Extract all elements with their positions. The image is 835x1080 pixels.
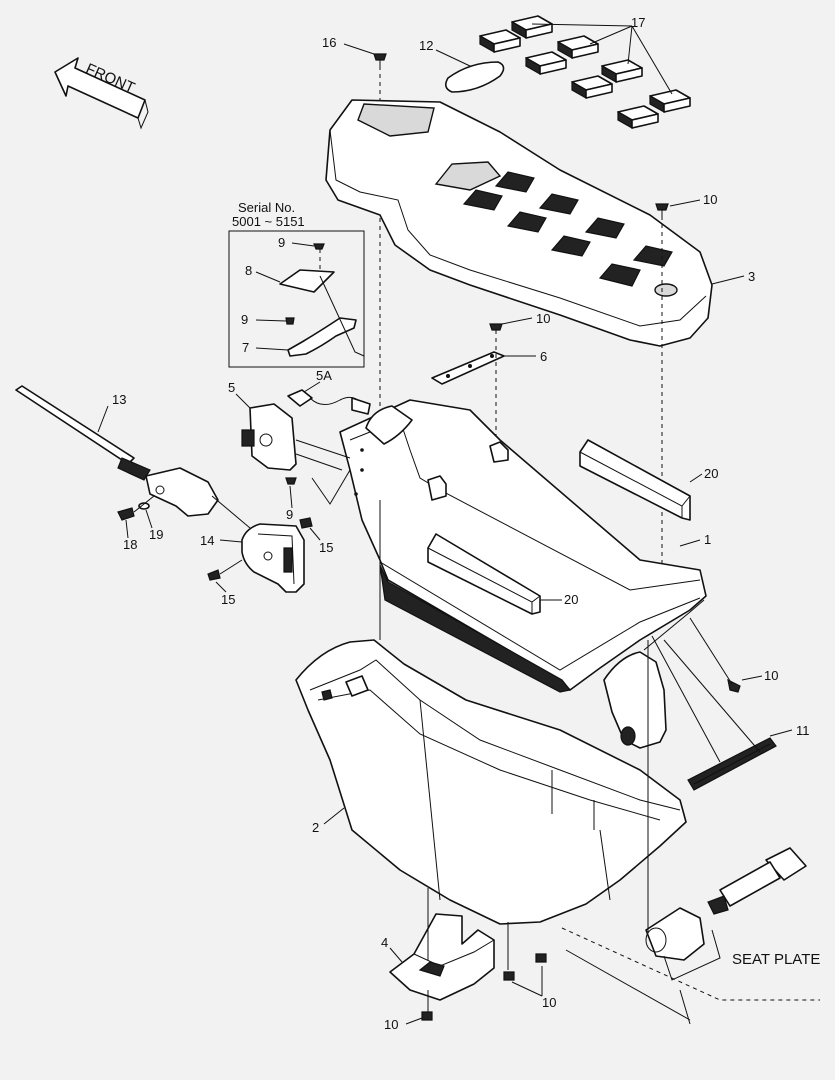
part-17-caps: 17: [479, 15, 691, 130]
callout-9-box-top: 9: [278, 235, 285, 250]
screw-10-right: 10: [689, 617, 778, 693]
callout-19: 19: [149, 527, 163, 542]
front-arrow: FRONT: [54, 57, 149, 130]
part-6-plate: 6 10: [431, 311, 550, 446]
callout-20-top: 20: [704, 466, 718, 481]
part-13-lever: 13: [15, 385, 219, 517]
screw-9: 9: [285, 469, 351, 522]
callout-7: 7: [242, 340, 249, 355]
part-20-foam-strips: 20 20: [427, 439, 718, 615]
callout-15-upper: 15: [319, 540, 333, 555]
part-11-gasket: 11: [651, 635, 810, 791]
serial-line2: 5001 ~ 5151: [232, 214, 305, 229]
serial-box: Serial No. 5001 ~ 5151 9 8 9 7: [228, 200, 365, 368]
callout-10-right: 10: [764, 668, 778, 683]
callout-15-lower: 15: [221, 592, 235, 607]
seat-plate-label: SEAT PLATE: [732, 951, 820, 968]
callout-5: 5: [228, 380, 235, 395]
part-1-frame: 1: [339, 399, 711, 749]
callout-10-bottom-right: 10: [542, 995, 556, 1010]
screw-10-top: 10: [655, 192, 717, 598]
callout-10-mid: 10: [536, 311, 550, 326]
seat-plate: SEAT PLATE: [561, 640, 820, 1025]
callout-10-top: 10: [703, 192, 717, 207]
callout-5A: 5A: [316, 368, 332, 383]
callout-9-box-bottom: 9: [241, 312, 248, 327]
callout-8: 8: [245, 263, 252, 278]
callout-9-side: 9: [286, 507, 293, 522]
callout-2: 2: [312, 820, 319, 835]
callout-4: 4: [381, 935, 388, 950]
part-2-housing: 2: [295, 500, 687, 925]
callout-16: 16: [322, 35, 336, 50]
callout-20-bottom: 20: [564, 592, 578, 607]
callout-10-bottom-left: 10: [384, 1017, 398, 1032]
part-3-top-cover: 3: [325, 99, 755, 347]
callout-1: 1: [704, 532, 711, 547]
screws-18-19: 18 19: [117, 495, 163, 552]
serial-line1: Serial No.: [238, 200, 295, 215]
callout-12: 12: [419, 38, 433, 53]
callout-3: 3: [748, 269, 755, 284]
screws-10-bottom: 10 10: [384, 922, 556, 1032]
callout-18: 18: [123, 537, 137, 552]
part-12-lens: 12: [419, 38, 505, 93]
callout-11: 11: [796, 723, 810, 738]
callout-17: 17: [631, 15, 645, 30]
callout-14: 14: [200, 533, 214, 548]
part-5-switch-plate: 5 5A: [228, 368, 371, 471]
callout-6: 6: [540, 349, 547, 364]
screws-15: 15 15: [207, 517, 333, 607]
part-14-cover: 14: [200, 495, 305, 593]
callout-13: 13: [112, 392, 126, 407]
part-4-bracket: 4: [381, 888, 495, 1001]
